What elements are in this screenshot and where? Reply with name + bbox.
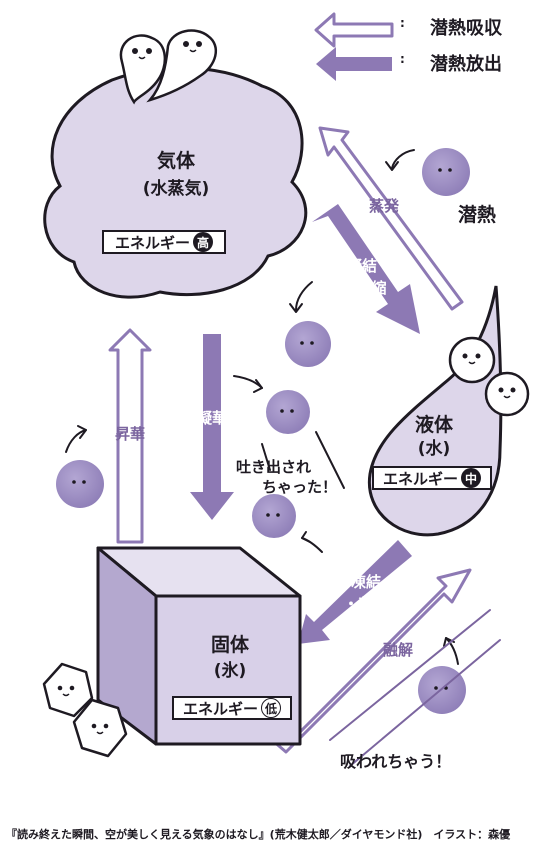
legend-separator: : [400,52,405,66]
solid-subtitle: (氷) [213,661,247,681]
energy-label: エネルギー [382,469,458,488]
sublimation-label: 昇華 [114,425,145,443]
legend-separator: : [400,16,405,30]
freezing-label-line2: ・凝固 [343,595,389,613]
credit-line: 『読み終えた瞬間、空が美しく見える気象のはなし』(荒木健太郎／ダイヤモンド社) … [6,828,511,841]
spit-out-text-line1: 吐き出され [236,458,312,476]
liquid-character-bottom [484,371,530,417]
latent-heat-ball [285,321,331,367]
liquid-title: 液体 [414,414,453,436]
ice-character-front [72,698,128,758]
solid-energy-box: エネルギー 低 [172,696,292,720]
energy-label: エネルギー [114,233,190,252]
gas-subtitle: (水蒸気) [142,179,210,199]
gas-character-right [146,29,218,103]
liquid-energy-box: エネルギー 中 [372,466,492,490]
sublimation-arrow [108,328,152,544]
pointer-arrows [65,149,459,665]
melting-lines [329,609,501,767]
evaporation-label: 蒸発 [368,197,399,215]
deposition-label: 凝華 [196,409,227,427]
latent-heat-ball [56,460,104,508]
legend-absorb-arrow [314,12,394,48]
energy-level-high-badge: 高 [193,232,213,252]
freezing-label-line1: 凍結 [350,573,381,591]
condensation-label-line1: 凝結 [346,257,377,275]
latent-heat-label: 潜熱 [458,204,497,226]
energy-level-mid-badge: 中 [461,468,481,488]
gas-character-left [119,34,166,105]
ice-character-back [42,662,94,718]
absorbed-text: 吸われちゃう！ [340,752,452,771]
latent-heat-ball [266,390,310,434]
condensation-arrow [312,204,420,334]
latent-heat-ball [422,148,470,196]
gas-energy-box: エネルギー 高 [102,230,226,254]
gas-title: 気体 [156,150,195,172]
melting-label: 融解 [382,641,413,659]
evaporation-arrow [318,126,464,311]
deposition-arrow [190,334,234,520]
legend-release-arrow [316,47,392,81]
liquid-character-top [448,336,496,384]
spit-out-text-line2: ちゃった！ [262,478,338,496]
legend-absorb-label: 潜熱吸収 [430,18,502,39]
latent-heat-ball [252,494,296,538]
solid-title: 固体 [210,634,249,656]
legend-release-label: 潜熱放出 [430,54,502,75]
freezing-arrow [298,540,412,644]
liquid-subtitle: (水) [417,439,451,459]
condensation-label-line2: ・凝縮 [341,279,387,297]
energy-level-low-badge: 低 [261,698,281,718]
melting-arrow [270,568,472,754]
energy-label: エネルギー [182,699,258,718]
spit-out-lines [261,431,345,489]
